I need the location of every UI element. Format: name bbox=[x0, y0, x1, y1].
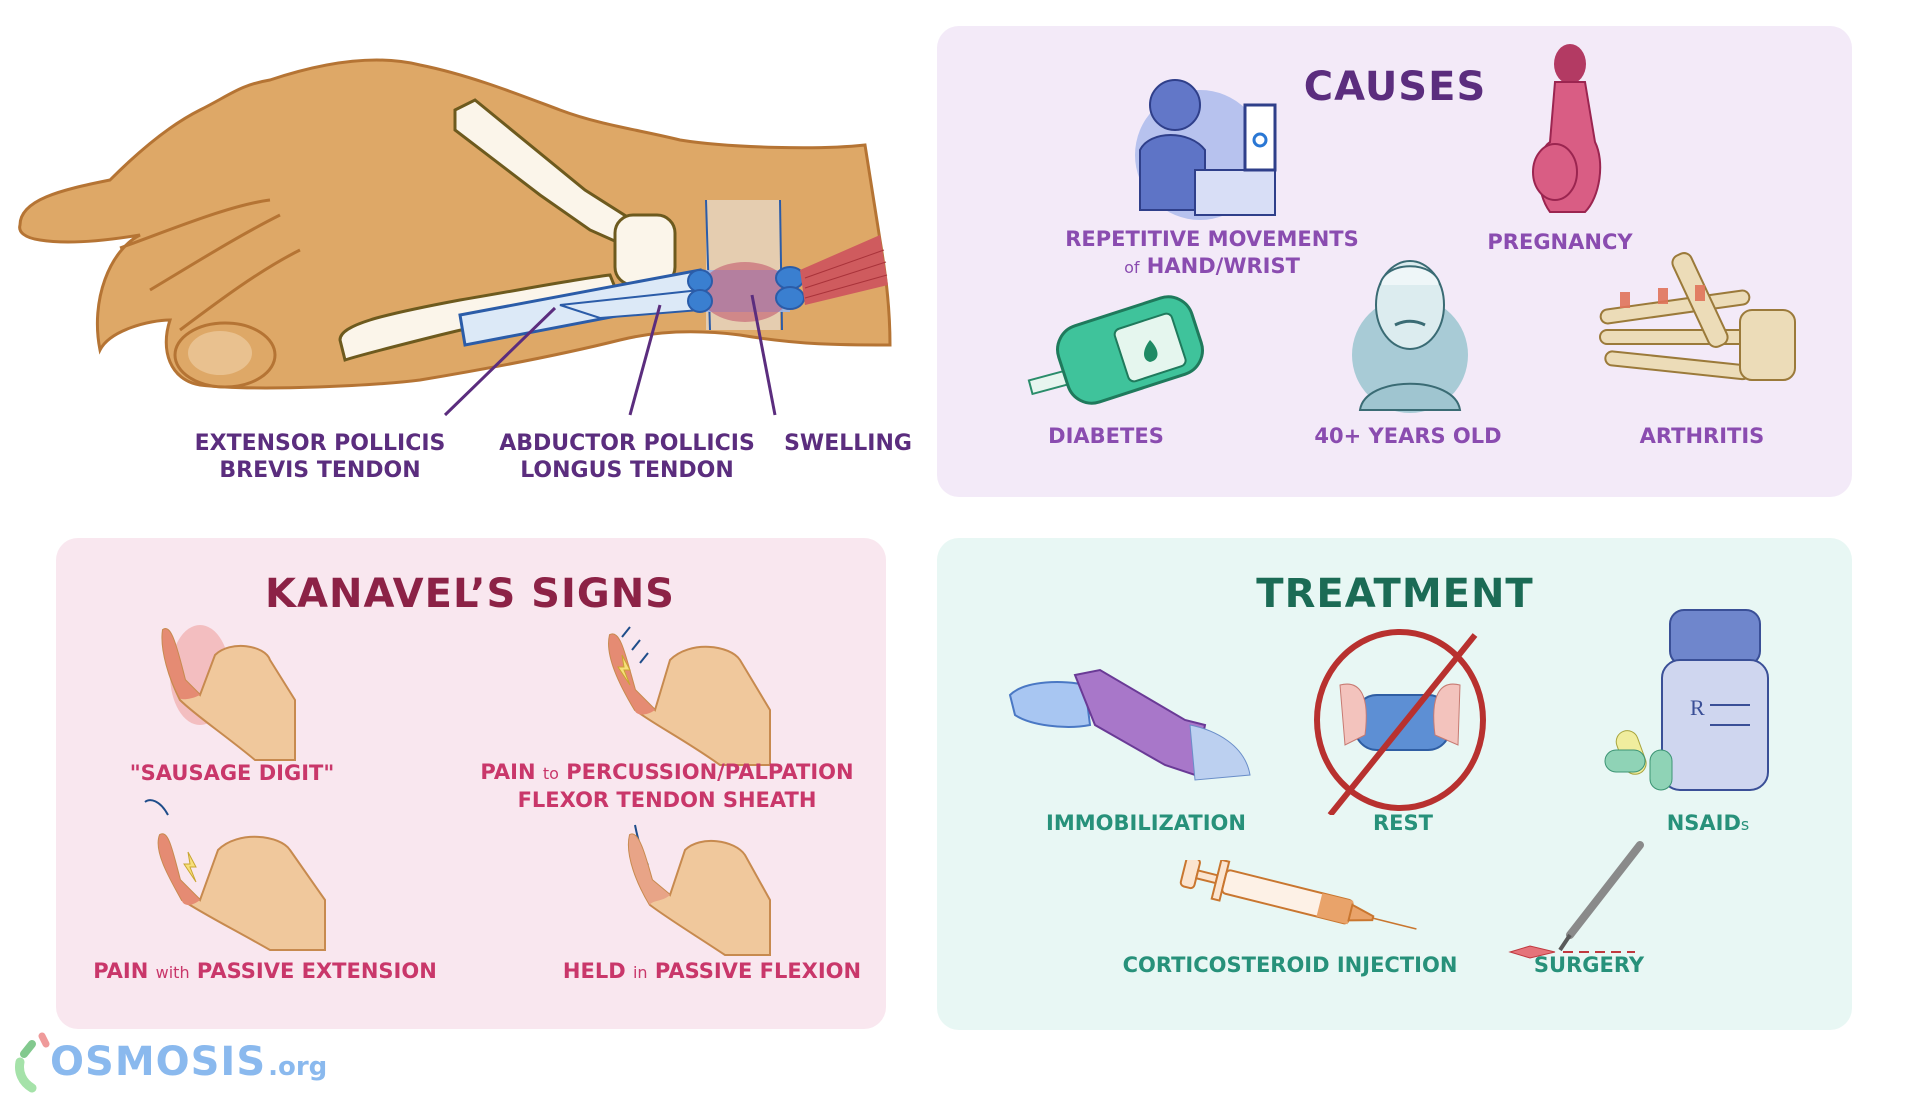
cause-diabetes-label: DIABETES bbox=[1048, 424, 1164, 448]
label-small: s bbox=[1740, 815, 1750, 834]
label-swelling: SWELLING bbox=[784, 430, 912, 457]
osmosis-logo-text: OSMOSIS bbox=[50, 1039, 267, 1085]
label-small: with bbox=[155, 963, 190, 982]
percussion-hand-icon bbox=[600, 615, 780, 774]
label-line: ABDUCTOR POLLICIS bbox=[499, 431, 755, 456]
glucose-meter-icon bbox=[1020, 290, 1220, 414]
kanavel-pain-percussion-label: PAIN to PERCUSSION/PALPATION FLEXOR TEND… bbox=[480, 759, 853, 814]
label-line: BREVIS TENDON bbox=[219, 458, 421, 483]
osmosis-logo-suffix: .org bbox=[268, 1052, 328, 1082]
label-text: PASSIVE EXTENSION bbox=[189, 959, 437, 983]
syringe-icon bbox=[1170, 856, 1430, 944]
label-text: HAND/WRIST bbox=[1139, 254, 1300, 278]
label-line: EXTENSOR POLLICIS bbox=[194, 431, 446, 456]
cause-pregnancy-label: PREGNANCY bbox=[1487, 230, 1633, 254]
label-text: PERCUSSION/PALPATION bbox=[558, 760, 854, 784]
causes-title: CAUSES bbox=[1303, 64, 1487, 110]
label-text: PASSIVE FLEXION bbox=[647, 959, 862, 983]
cause-repetitive-movements-label: REPETITIVE MOVEMENTS of HAND/WRIST bbox=[1065, 226, 1359, 281]
kanavel-pain-passive-extension-label: PAIN with PASSIVE EXTENSION bbox=[93, 958, 437, 986]
label-line: of HAND/WRIST bbox=[1065, 253, 1359, 281]
cause-arthritis-label: ARTHRITIS bbox=[1639, 424, 1765, 448]
label-small: in bbox=[632, 963, 648, 982]
label-small: of bbox=[1124, 258, 1140, 277]
label-text: PAIN bbox=[480, 760, 543, 784]
kanavels-signs-title: KANAVEL’S SIGNS bbox=[265, 571, 675, 617]
label-line: LONGUS TENDON bbox=[520, 458, 734, 483]
no-gaming-controller-icon bbox=[1310, 625, 1500, 819]
causes-panel bbox=[937, 26, 1852, 497]
label-abductor-pollicis-longus: ABDUCTOR POLLICIS LONGUS TENDON bbox=[499, 430, 755, 484]
skeletal-hand-icon bbox=[1580, 240, 1800, 404]
label-line: REPETITIVE MOVEMENTS bbox=[1065, 227, 1359, 251]
extension-pain-hand-icon bbox=[140, 790, 340, 959]
older-man-icon bbox=[1340, 245, 1480, 419]
osmosis-logo-icon bbox=[15, 1032, 50, 1093]
pregnant-woman-icon bbox=[1525, 42, 1615, 226]
person-at-laptop-icon bbox=[1110, 60, 1290, 224]
label-line: PAIN to PERCUSSION/PALPATION bbox=[480, 759, 853, 787]
cause-40-plus-years-label: 40+ YEARS OLD bbox=[1314, 424, 1502, 448]
treatment-surgery-label: SURGERY bbox=[1533, 953, 1645, 977]
kanavel-held-passive-flexion-label: HELD in PASSIVE FLEXION bbox=[563, 958, 861, 986]
treatment-immobilization-label: IMMOBILIZATION bbox=[1046, 811, 1246, 835]
swollen-finger-hand-icon bbox=[145, 620, 315, 774]
label-text: PAIN bbox=[93, 959, 156, 983]
treatment-nsaids-label: NSAIDs bbox=[1667, 810, 1750, 838]
thumb-wrist-anatomy-illustration bbox=[0, 0, 930, 420]
label-line: SWELLING bbox=[784, 431, 912, 456]
label-text: NSAID bbox=[1666, 811, 1741, 835]
kanavel-sausage-digit-label: "SAUSAGE DIGIT" bbox=[129, 761, 335, 785]
scalpel-icon bbox=[1505, 840, 1665, 964]
flexed-finger-hand-icon bbox=[620, 820, 780, 964]
treatment-rest-label: REST bbox=[1373, 811, 1433, 835]
treatment-title: TREATMENT bbox=[1256, 571, 1534, 617]
svg-text:R: R bbox=[1690, 695, 1705, 720]
treatment-corticosteroid-injection-label: CORTICOSTEROID INJECTION bbox=[1122, 953, 1458, 977]
label-text: HELD bbox=[562, 959, 633, 983]
wrist-splint-icon bbox=[1005, 665, 1255, 789]
osmosis-logo[interactable]: OSMOSIS .org bbox=[10, 1030, 327, 1094]
label-small: to bbox=[542, 764, 559, 783]
label-line: FLEXOR TENDON SHEATH bbox=[517, 788, 817, 812]
label-extensor-pollicis-brevis: EXTENSOR POLLICIS BREVIS TENDON bbox=[195, 430, 446, 484]
pill-bottle-icon: R bbox=[1600, 600, 1770, 804]
